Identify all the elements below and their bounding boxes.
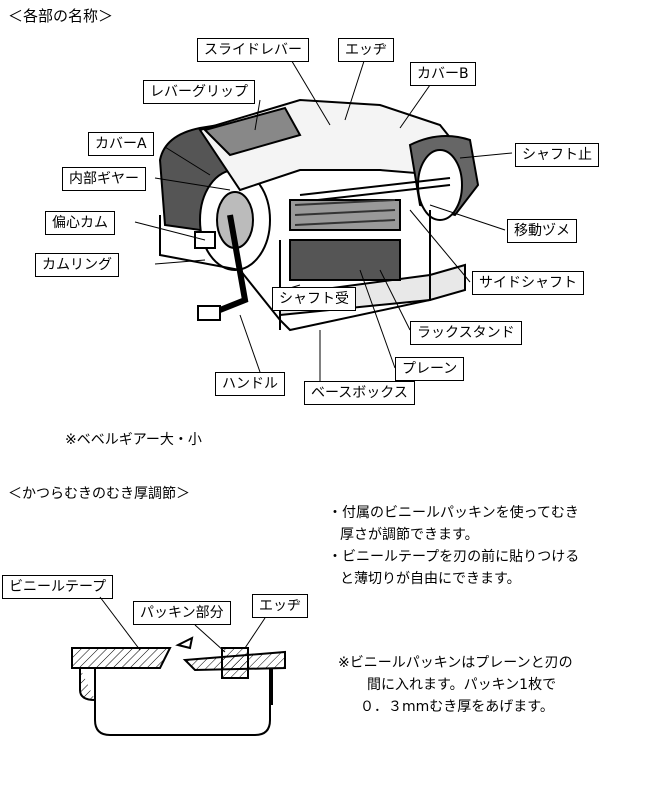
label-moving-claw: 移動ヅメ	[507, 219, 577, 243]
label-shaft-receiver: シャフト受	[272, 287, 356, 311]
section-title-parts: ＜各部の名称＞	[8, 7, 114, 25]
note-line3: ・ビニールテープを刃の前に貼りつける	[328, 549, 580, 565]
label-slide-lever: スライドレバー	[197, 38, 309, 62]
label-edge: エッヂ	[252, 594, 308, 618]
label-base-box: ベースボックス	[304, 381, 415, 405]
label-packing: パッキン部分	[133, 601, 231, 625]
bevel-gear-note: ※ベベルギアー大・小	[65, 432, 202, 448]
label-eccentric-cam: 偏心カム	[45, 211, 115, 235]
label-inner-gear: 内部ギヤー	[62, 167, 146, 191]
label-edge-top: エッヂ	[338, 38, 394, 62]
label-lever-grip: レバーグリップ	[143, 80, 255, 104]
label-cover-a: カバーA	[88, 132, 154, 156]
label-shaft-stop: シャフト止	[515, 143, 599, 167]
label-handle: ハンドル	[215, 372, 285, 396]
note2-line2: 間に入れます。パッキン1枚で	[367, 677, 557, 693]
note2-line1: ※ビニールパッキンはプレーンと刃の	[338, 655, 573, 671]
note2-line3: ０．３mmむき厚をあげます。	[360, 699, 554, 715]
section-title-thickness: ＜かつらむきのむき厚調節＞	[8, 486, 190, 502]
label-cam-ring: カムリング	[35, 253, 119, 277]
note-line1: ・付属のビニールパッキンを使ってむき	[328, 505, 579, 521]
label-rack-stand: ラックスタンド	[410, 321, 522, 345]
label-side-shaft: サイドシャフト	[472, 271, 584, 295]
note-line4: と薄切りが自由にできます。	[340, 571, 521, 587]
label-plane: プレーン	[395, 357, 465, 381]
note-line2: 厚さが調節できます。	[340, 527, 479, 543]
label-vinyl-tape: ビニールテープ	[2, 575, 114, 599]
label-cover-b: カバーB	[410, 62, 476, 86]
